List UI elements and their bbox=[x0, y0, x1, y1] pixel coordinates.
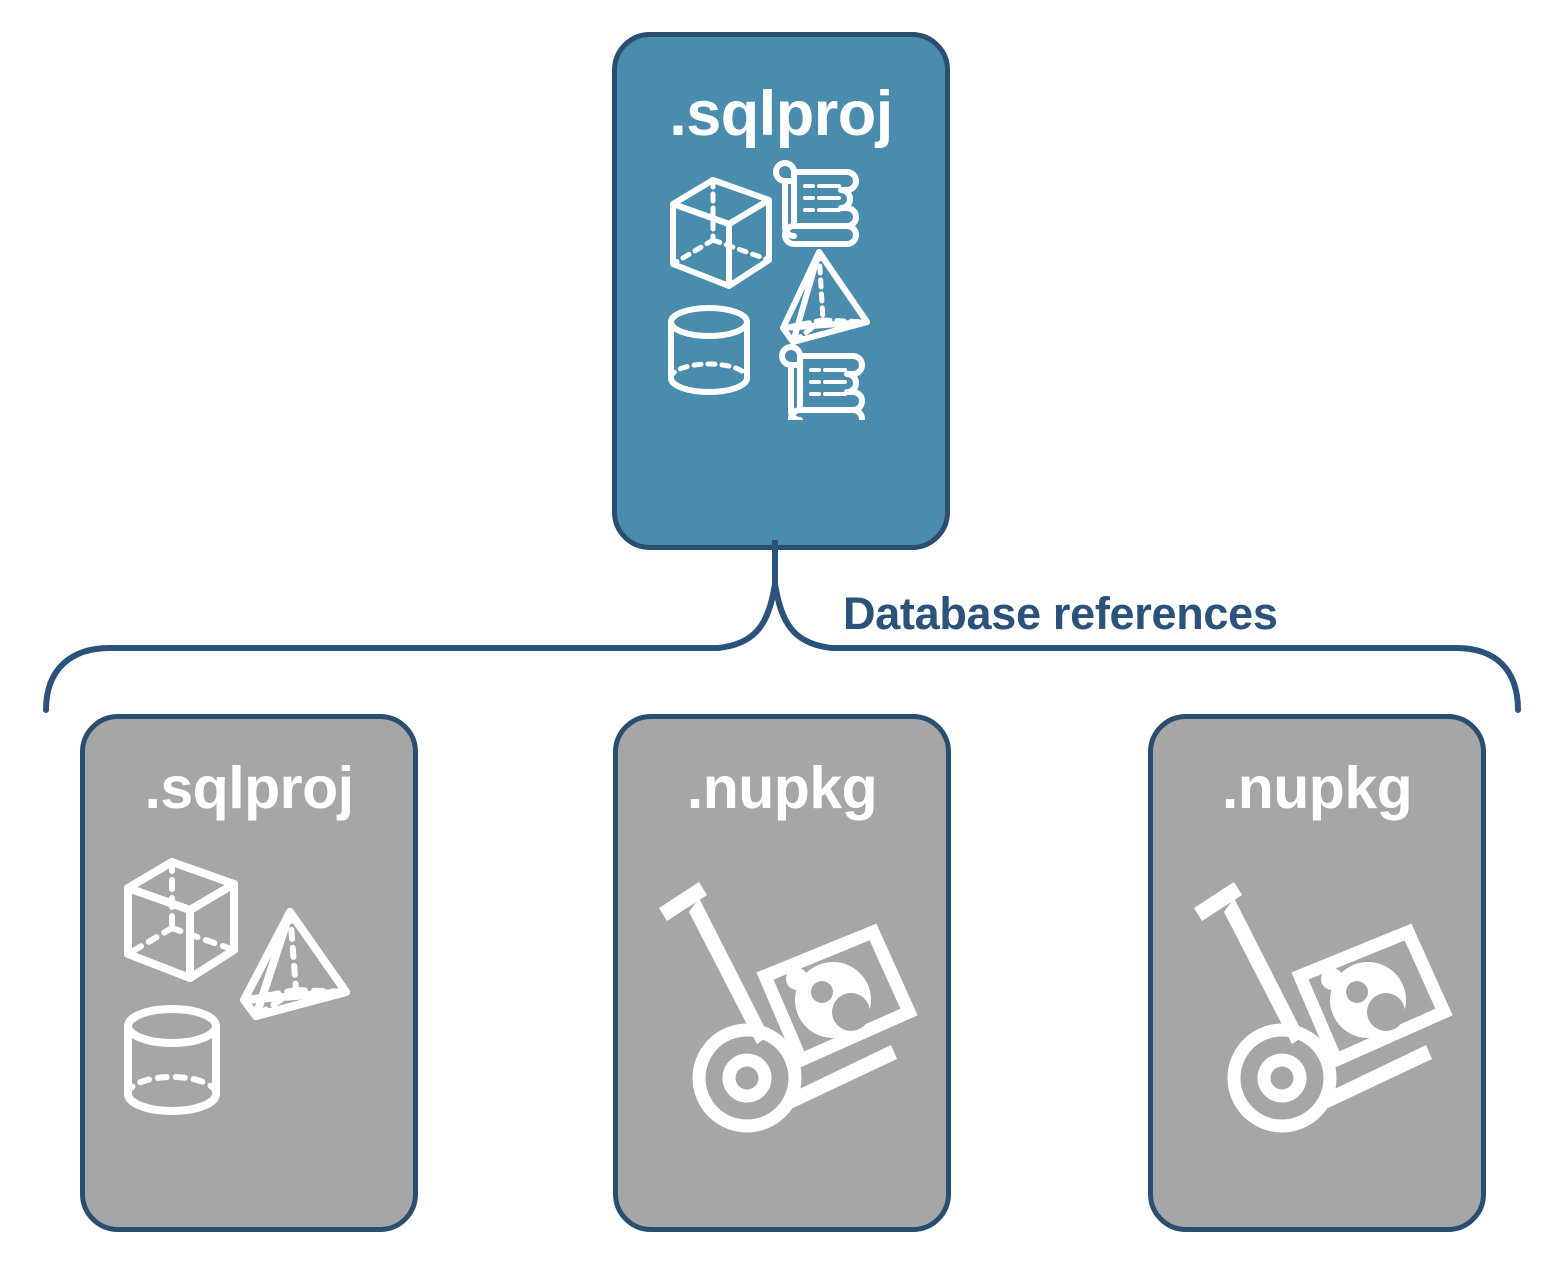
nuget-icon-group-2 bbox=[1172, 840, 1462, 1140]
parent-icon-group bbox=[661, 160, 901, 420]
cube-wireframe-icon bbox=[670, 177, 772, 289]
scroll-script-icon bbox=[773, 160, 859, 247]
nuget-logo-cutouts bbox=[1346, 981, 1405, 1031]
nuget-hand-truck-icon bbox=[1194, 882, 1453, 1133]
scroll-script-icon bbox=[779, 344, 865, 420]
nuget-hand-truck-icon bbox=[659, 882, 918, 1133]
cylinder-wireframe-icon bbox=[124, 1005, 220, 1115]
nuget-icon-group-1 bbox=[637, 840, 927, 1140]
node-label-child-0: .sqlproj bbox=[144, 755, 354, 821]
node-label-child-2: .nupkg bbox=[1221, 755, 1413, 821]
brace-label: Database references bbox=[843, 588, 1278, 639]
cylinder-wireframe-icon bbox=[668, 305, 750, 395]
nuget-logo-cutouts bbox=[811, 981, 870, 1031]
cube-wireframe-icon bbox=[124, 858, 238, 982]
node-label-parent: .sqlproj bbox=[669, 79, 893, 149]
node-label-child-1: .nupkg bbox=[686, 755, 878, 821]
node-card-child-nupkg-1[interactable]: .nupkg bbox=[613, 714, 951, 1232]
node-card-child-sqlproj[interactable]: .sqlproj bbox=[80, 714, 418, 1232]
child-sqlproj-icon-group bbox=[104, 840, 394, 1140]
pyramid-wireframe-icon bbox=[780, 249, 870, 345]
node-card-child-nupkg-2[interactable]: .nupkg bbox=[1148, 714, 1486, 1232]
node-card-parent-sqlproj[interactable]: .sqlproj bbox=[612, 32, 950, 550]
pyramid-wireframe-icon bbox=[240, 908, 350, 1020]
